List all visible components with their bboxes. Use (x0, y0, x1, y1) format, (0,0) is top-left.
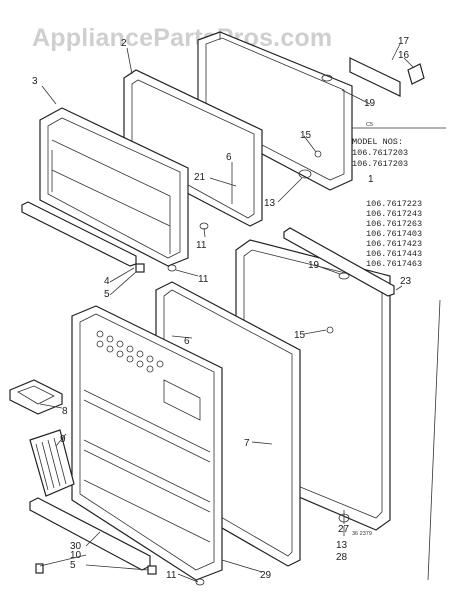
callout-13-lower: 13 (336, 540, 348, 551)
callout-29: 29 (260, 570, 272, 581)
callout-1: 1 (368, 174, 374, 185)
model-1: 106.7617223 (366, 199, 422, 209)
callout-11-c: 11 (166, 570, 177, 581)
callout-8: 8 (62, 406, 68, 417)
callout-23: 23 (400, 276, 412, 287)
model-number-block: MODEL NOS: 106.7617203 106.7617203 106.7… (352, 127, 446, 269)
callout-11-b: 11 (198, 274, 209, 285)
callout-5-top: 5 (104, 289, 110, 300)
callout-13-top: 13 (264, 198, 276, 209)
callout-27: 27 (338, 524, 350, 535)
callout-4: 4 (104, 276, 110, 287)
code-c5: C5 (366, 122, 373, 128)
callout-11-a: 11 (196, 240, 207, 251)
callout-5-lower: 5 (70, 560, 76, 571)
callout-labels: 2 3 17 16 19 C5 15 6 21 13 1 11 11 4 5 1… (32, 36, 412, 581)
callout-28: 28 (336, 552, 348, 563)
drawing-code: 36 2379 (352, 531, 372, 537)
model-3: 106.7617263 (366, 219, 422, 229)
callout-15-top: 15 (300, 130, 312, 141)
egg-tray-pockets (96, 330, 164, 373)
callout-9: 9 (60, 434, 66, 445)
callout-6-top: 6 (226, 152, 232, 163)
model-heading: MODEL NOS: (352, 137, 403, 147)
callout-15-lower: 15 (294, 330, 306, 341)
callout-10: 10 (70, 550, 82, 561)
fresh-food-door-liner (71, 305, 223, 581)
vent-grille (29, 429, 75, 497)
callout-16: 16 (398, 50, 410, 61)
callout-2: 2 (121, 38, 127, 49)
watermark-text: AppliancePartsPros.com (32, 24, 332, 52)
leader-lines (39, 43, 415, 583)
callout-19-top: 19 (364, 98, 376, 109)
page-edge-line (427, 299, 441, 581)
model-5: 106.7617423 (366, 239, 422, 249)
model-7: 106.7617463 (366, 259, 422, 269)
callout-30: 30 (70, 541, 82, 552)
freezer-hardware (135, 169, 312, 273)
callout-17: 17 (398, 36, 410, 47)
freezer-door-liner (39, 107, 189, 267)
model-4: 106.7617403 (366, 229, 422, 239)
callout-6-lower: 6 (184, 336, 190, 347)
model-top-1: 106.7617203 (352, 148, 408, 158)
model-top-2: 106.7617203 (352, 159, 408, 169)
model-2: 106.7617243 (366, 209, 422, 219)
model-6: 106.7617443 (366, 249, 422, 259)
callout-21: 21 (194, 172, 206, 183)
butter-compartment-door (9, 379, 63, 415)
callout-19-lower: 19 (308, 260, 320, 271)
callout-7: 7 (244, 438, 250, 449)
callout-3: 3 (32, 76, 38, 87)
